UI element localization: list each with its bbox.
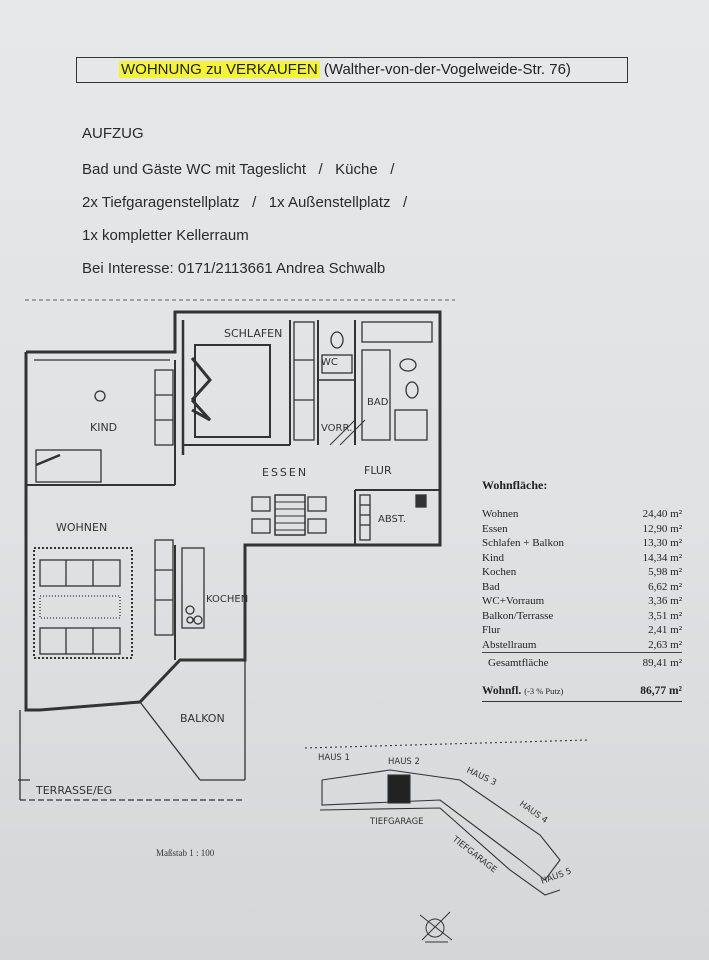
feature-parking: 2x Tiefgaragenstellplatz / 1x Außenstell… <box>82 194 408 211</box>
area-table-heading: Wohnfläche: <box>482 478 548 492</box>
room-label-balkon: BALKON <box>180 712 225 725</box>
room-label-vorr: VORR. <box>321 423 352 434</box>
room-label-terrasse: TERRASSE/EG <box>35 784 112 797</box>
room-label-wc: WC <box>321 357 338 368</box>
area-net: Wohnfl. (-3 % Putz) 86,77 m² <box>482 685 682 702</box>
room-label-kochen: KOCHEN <box>206 594 248 605</box>
feature-cellar: 1x kompletter Kellerraum <box>82 227 249 244</box>
feature-elevator: AUFZUG <box>82 125 144 142</box>
site-label-haus4: HAUS 4 <box>517 799 549 826</box>
room-label-bad: BAD <box>367 397 389 408</box>
feature-contact: Bei Interesse: 0171/2113661 Andrea Schwa… <box>82 260 386 277</box>
site-label-haus3: HAUS 3 <box>465 766 498 789</box>
site-label-tiefgarage-1: TIEFGARAGE <box>369 817 424 827</box>
title-box: WOHNUNG zu VERKAUFEN (Walther-von-der-Vo… <box>76 57 628 83</box>
title-address: (Walther-von-der-Vogelweide-Str. 76) <box>323 61 571 78</box>
room-label-schlafen: SCHLAFEN <box>224 327 282 340</box>
title-highlight: WOHNUNG zu VERKAUFEN <box>119 61 320 78</box>
room-label-essen: ESSEN <box>262 466 308 479</box>
room-label-kind: KIND <box>90 421 117 434</box>
site-label-tiefgarage-2: TIEFGARAGE <box>449 834 498 875</box>
site-label-haus5: HAUS 5 <box>540 866 573 886</box>
site-label-haus1: HAUS 1 <box>318 753 350 763</box>
room-label-abst: ABST. <box>378 514 406 525</box>
north-arrow-icon <box>419 911 453 943</box>
room-label-flur: FLUR <box>364 464 392 477</box>
feature-bath: Bad und Gäste WC mit Tageslicht / Küche … <box>82 161 395 178</box>
room-label-wohnen: WOHNEN <box>56 521 107 534</box>
site-label-haus2: HAUS 2 <box>388 757 420 767</box>
scale-label: Maßstab 1 : 100 <box>156 848 215 858</box>
